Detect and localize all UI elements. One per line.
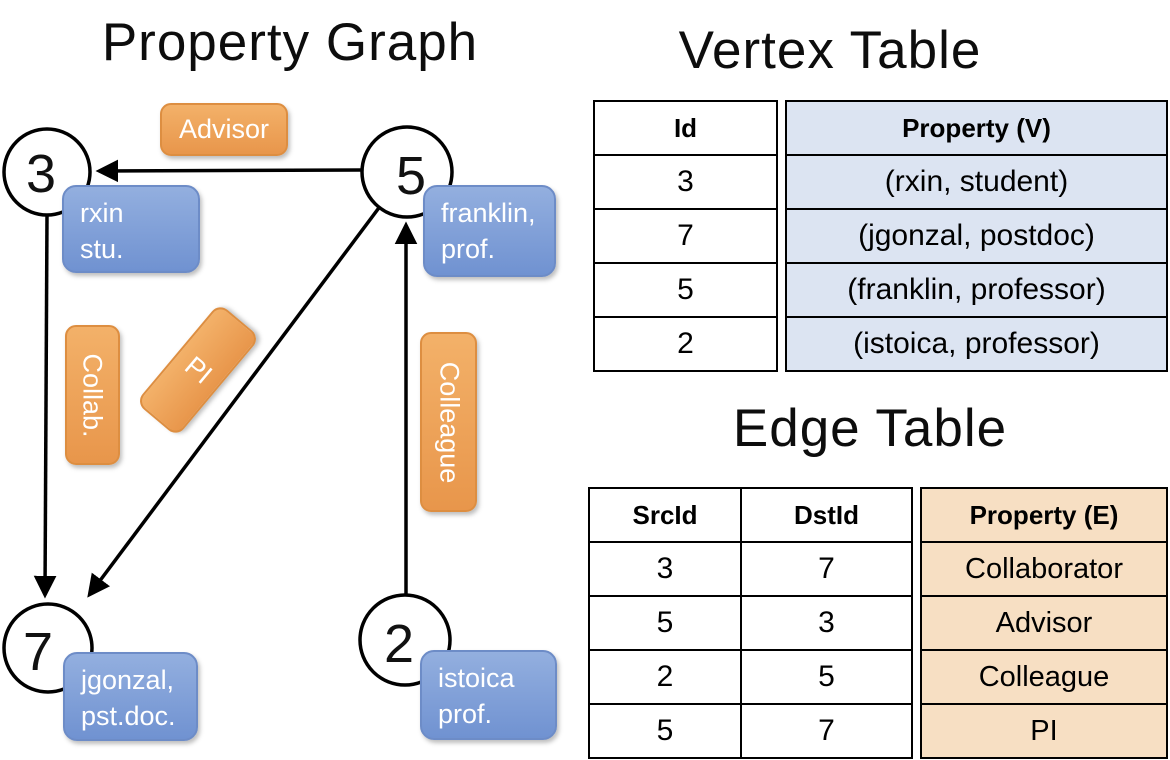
node-5-id: 5 [396,146,426,206]
vertex-7-line1: jgonzal, [81,665,175,695]
node-7-id: 7 [23,622,53,682]
vertex-table-id-cell: 3 [595,156,776,210]
edge-advisor-arrow [95,159,363,183]
edge-table-srcid-cell: 3 [590,543,740,597]
vertex-table-property-column: Property (V) (rxin, student) (jgonzal, p… [785,100,1168,372]
vertex-property-box-5: franklin, prof. [423,185,556,277]
vertex-table-id-cell: 7 [595,210,776,264]
vertex-2-line2: prof. [438,698,493,729]
edge-table-dstid-cell: 3 [742,597,911,651]
node-3-id: 3 [26,144,56,204]
vertex-5-line1: franklin, [441,198,536,228]
edge-label-advisor: Advisor [160,103,288,156]
vertex-table-title: Vertex Table [678,21,982,80]
edge-table-property-cell: Colleague [922,651,1166,705]
edge-table-dstid-cell: 5 [742,651,911,705]
vertex-table-id-header: Id [595,102,776,156]
edge-label-collab-text: Collab. [78,352,109,438]
vertex-3-line1: rxin [80,198,124,228]
edge-table-srcid-cell: 5 [590,597,740,651]
vertex-table-property-cell: (rxin, student) [787,156,1166,210]
property-graph-title: Property Graph [101,13,479,72]
vertex-property-box-2: istoica prof. [420,650,557,740]
vertex-table-property-cell: (istoica, professor) [787,318,1166,370]
vertex-property-box-3: rxin stu. [62,185,200,273]
vertex-5-line2: prof. [441,233,496,264]
vertex-table-id-cell: 2 [677,327,694,360]
edge-table-dstid-cell: 7 [818,714,835,747]
edge-label-colleague-text: Colleague [434,361,464,483]
edge-label-pi-text: PI [178,349,218,390]
edge-label-collab: Collab. [65,325,120,465]
edge-table-dstid-header: DstId [742,489,911,543]
vertex-table-property-header: Property (V) [787,102,1166,156]
edge-table-property-header: Property (E) [922,489,1166,543]
edge-label-advisor-text: Advisor [178,114,270,144]
edge-table-srcid-column: SrcId 3 5 2 5 [590,489,742,757]
edge-table-dstid-column: DstId 7 3 5 7 [742,489,911,757]
edge-table-dstid-cell: 7 [742,543,911,597]
edge-table-property-column: Property (E) Collaborator Advisor Collea… [920,487,1168,759]
edge-table-srcid-cell: 2 [590,651,740,705]
node-2-id: 2 [384,614,414,674]
vertex-2-line1: istoica [438,663,515,693]
edge-table-title: Edge Table [732,399,1008,458]
edge-pi-arrow [87,203,383,598]
edge-table-srcid-header: SrcId [590,489,740,543]
vertex-table-id-column: Id 3 7 5 2 [593,100,778,372]
edge-table-property-cell: Collaborator [922,543,1166,597]
edge-label-colleague: Colleague [420,332,477,512]
vertex-table-property-cell: (franklin, professor) [787,264,1166,318]
vertex-3-line2: stu. [80,233,124,264]
edge-table-srcid-cell: 5 [656,714,674,747]
edge-table-property-cell: PI [922,705,1166,757]
vertex-property-box-7: jgonzal, pst.doc. [63,652,198,741]
vertex-table-property-cell: (jgonzal, postdoc) [787,210,1166,264]
edge-table-property-cell: Advisor [922,597,1166,651]
edge-collaborator-arrow [33,214,57,599]
vertex-table-id-cell: 5 [595,264,776,318]
vertex-7-line2: pst.doc. [81,700,176,731]
edge-table-id-columns: SrcId 3 5 2 5 DstId 7 3 5 7 [588,487,913,759]
